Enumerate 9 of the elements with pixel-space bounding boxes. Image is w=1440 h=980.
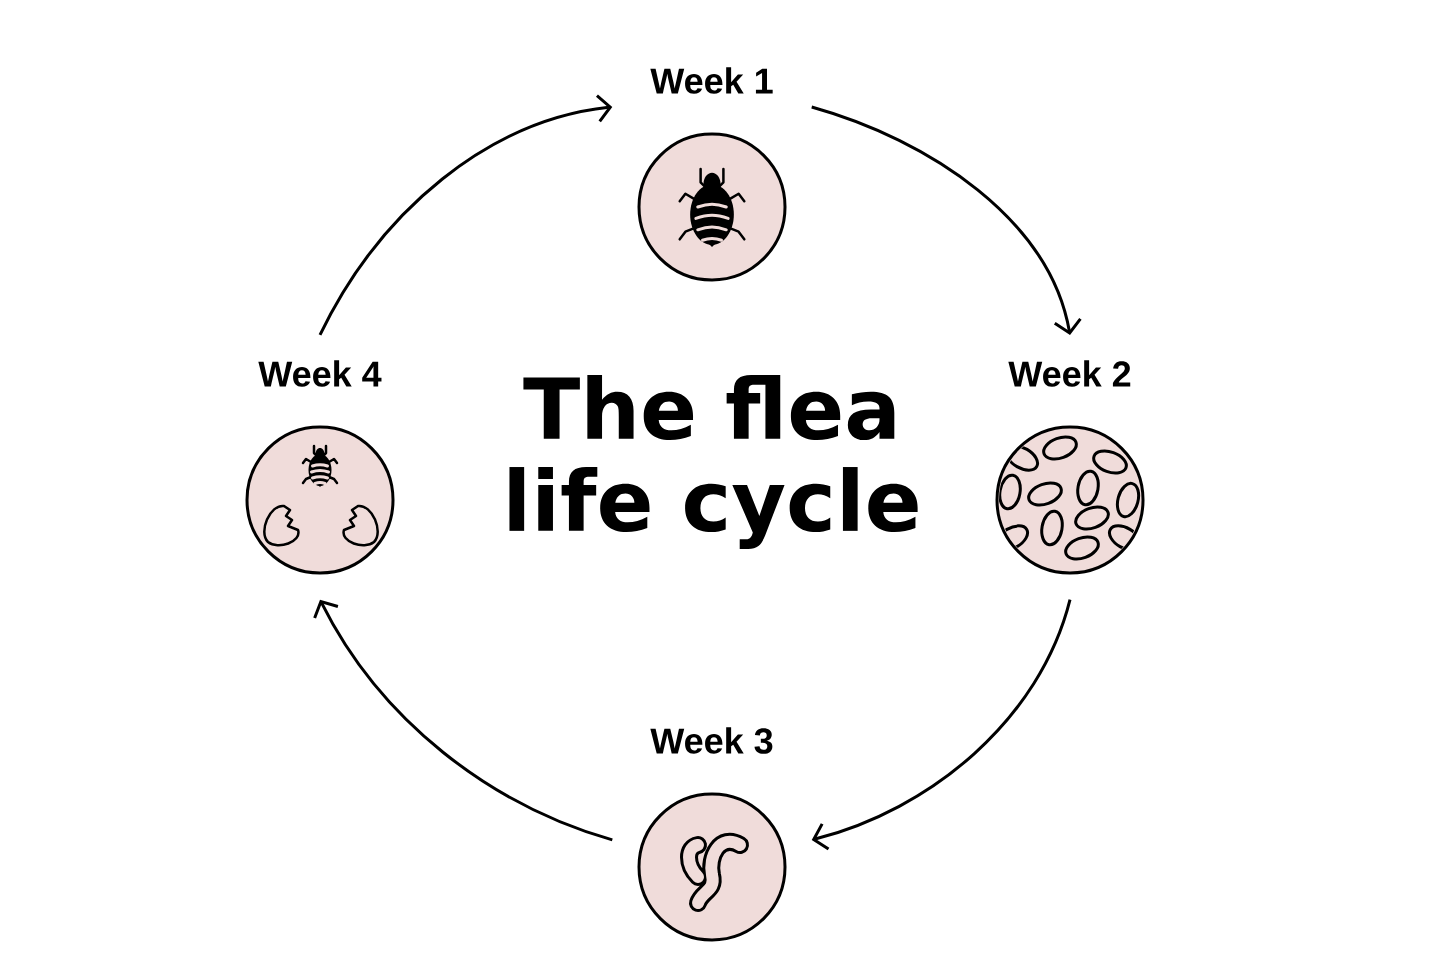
title: The flea life cycle	[509, 375, 918, 549]
stage-label: Week 3	[650, 727, 773, 754]
arrow	[811, 105, 1082, 335]
stage-label: Week 4	[258, 360, 382, 387]
arrow	[811, 599, 1072, 851]
stage-label: Week 1	[650, 67, 773, 94]
arrow	[318, 94, 613, 336]
arrow	[313, 599, 613, 842]
stage-label: Week 2	[1008, 360, 1131, 387]
